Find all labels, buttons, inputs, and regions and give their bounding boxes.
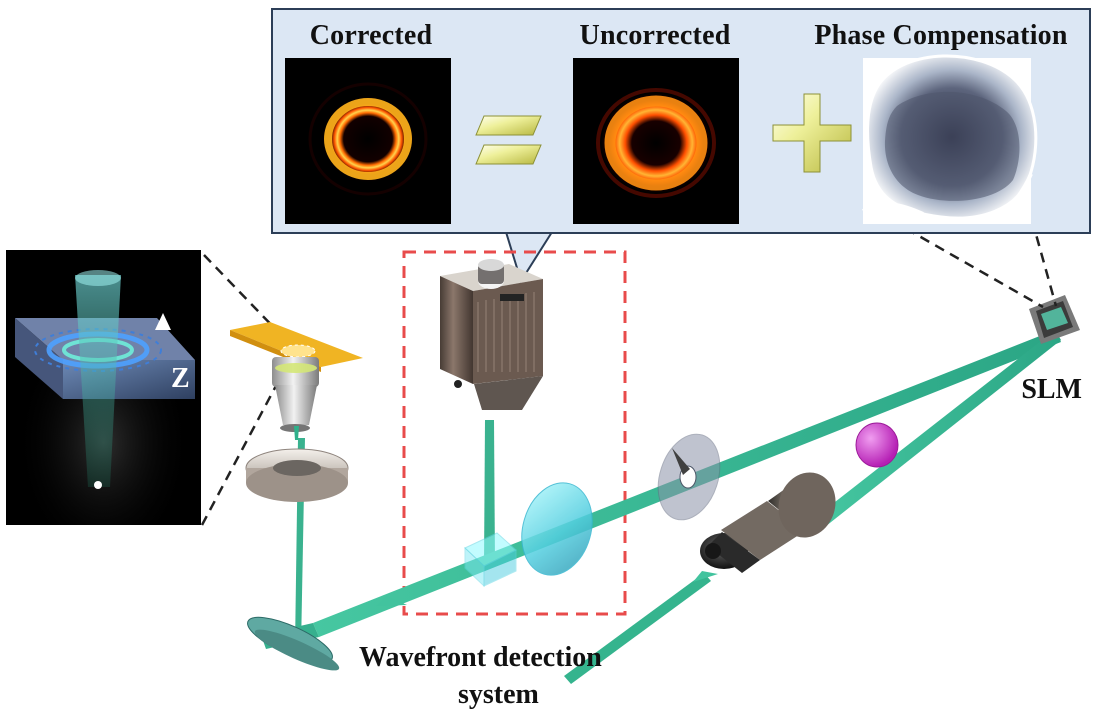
phase-compensation-label: Phase Compensation — [814, 20, 1068, 51]
turning-mirror — [247, 616, 340, 671]
beam-expander — [700, 472, 836, 573]
phase-map-center — [884, 91, 1020, 201]
beam-splitter — [464, 532, 517, 588]
objective-assembly — [230, 322, 363, 440]
wavefront-label-line2: system — [458, 679, 539, 710]
uncorrected-label: Uncorrected — [579, 20, 731, 51]
phase-connector-left — [890, 218, 1044, 309]
iris — [657, 433, 721, 521]
plus-icon — [772, 93, 852, 173]
magenta-filter — [855, 422, 899, 468]
phase-connector-right — [1030, 219, 1058, 307]
uncorrected-ring — [601, 93, 711, 193]
corrected-label: Corrected — [309, 20, 433, 51]
focus-inset — [6, 250, 201, 525]
wavefront-label-line1: Wavefront detection — [359, 642, 602, 673]
z-axis-label: Z — [171, 363, 190, 394]
equals-icon — [475, 115, 542, 165]
compensation-panel: Corrected Uncorrected Phase Compensation — [271, 8, 1091, 234]
sample-mount-ring — [245, 448, 349, 502]
uncorrected-ring-halo — [596, 88, 716, 198]
slm-label: SLM — [1021, 374, 1082, 405]
wavefront-detection-box — [402, 250, 627, 616]
inset-connector-bottom — [200, 366, 288, 526]
optical-beams — [261, 330, 1061, 684]
corrected-ring-core — [324, 98, 412, 180]
slm-device — [1029, 295, 1080, 344]
relay-lens — [521, 482, 593, 576]
corrected-ring — [322, 96, 414, 182]
camera — [440, 259, 543, 410]
phase-edge-highlight-right — [1001, 173, 1033, 217]
uncorrected-ring-core — [604, 95, 708, 191]
corrected-ring-halo — [308, 82, 428, 196]
phase-edge-highlight-left — [862, 202, 924, 216]
compensation-panel-graphics — [285, 54, 1038, 224]
